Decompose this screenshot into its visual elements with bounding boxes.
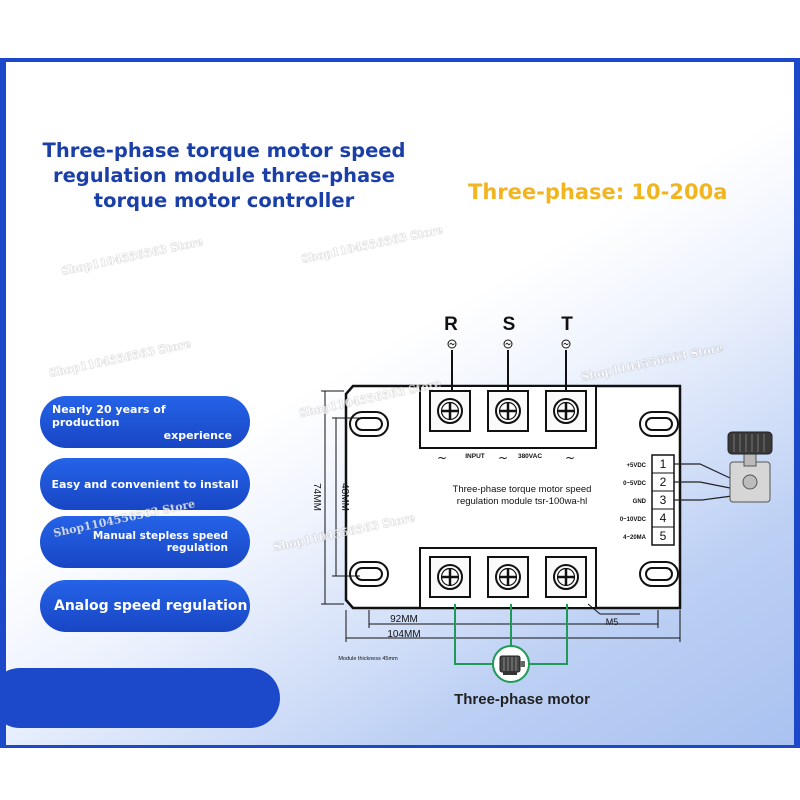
phase-label-t: T: [561, 314, 573, 335]
motor-wires: [454, 604, 568, 665]
control-terminal-number: 3: [660, 493, 667, 507]
ac-tilde: ~: [498, 451, 508, 465]
feature-badge-experience: Nearly 20 years of production experience: [40, 396, 250, 448]
ac-tilde: ~: [565, 451, 575, 465]
feature-text: Nearly 20 years of production: [52, 402, 166, 429]
ac-tilde: ~: [437, 451, 447, 465]
title-line: regulation module three-phase: [52, 164, 396, 187]
control-terminal-number: 5: [660, 529, 667, 543]
control-terminal-label: 4~20MA: [623, 535, 647, 541]
terminal-screw-w: [544, 555, 588, 599]
feature-text: Manual stepless speed: [92, 530, 228, 542]
voltage-label: 380VAC: [518, 453, 542, 460]
control-terminal-label: GND: [633, 499, 647, 505]
terminal-screw-s: [486, 389, 530, 433]
phase-label-r: R: [444, 314, 458, 335]
product-title: Three-phase torque motor speed regulatio…: [24, 138, 424, 213]
decorative-blob: [0, 668, 280, 728]
feature-text: Easy and convenient to install: [51, 477, 239, 491]
feature-text: regulation: [166, 542, 228, 554]
terminal-screw-t: [544, 389, 588, 433]
motor-label: Three-phase motor: [454, 691, 590, 708]
control-terminal-label: 0~10VDC: [620, 517, 647, 523]
feature-text: Analog speed regulation: [54, 598, 248, 614]
ac-symbol-icon: [561, 339, 571, 349]
ac-symbol-icon: [503, 339, 513, 349]
control-terminal-number: 4: [660, 511, 667, 525]
ac-symbol-icon: [447, 339, 457, 349]
module-label: regulation module tsr-100wa-hl: [457, 496, 587, 507]
phase-input-wires: [451, 350, 567, 391]
dimension-height-inner: 48MM: [339, 483, 350, 511]
input-label: INPUT: [465, 453, 485, 460]
control-terminal-label: +5VDC: [626, 463, 646, 469]
module-label: Three-phase torque motor speed: [453, 484, 592, 495]
current-range-label: Three-phase: 10-200a: [468, 180, 728, 204]
title-line: Three-phase torque motor speed: [42, 139, 406, 162]
feature-text: experience: [163, 428, 232, 442]
terminal-screw-r: [428, 389, 472, 433]
terminal-screw-v: [486, 555, 530, 599]
screw-size-label: M5: [606, 617, 619, 627]
mounting-slots: [349, 411, 679, 587]
dimension-lines: [321, 390, 681, 642]
dimension-width-inner: 92MM: [390, 614, 418, 625]
control-terminal-label: 0~5VDC: [623, 481, 647, 487]
phase-label-s: S: [503, 314, 516, 335]
thickness-note: Module thickness 45mm: [338, 656, 398, 662]
feature-badge-stepless: Manual stepless speed regulation: [40, 516, 250, 568]
control-terminal-number: 1: [660, 457, 667, 471]
feature-badge-install: Easy and convenient to install: [40, 458, 250, 510]
motor-icon: [492, 645, 530, 683]
control-terminal-number: 2: [660, 475, 667, 489]
title-line: torque motor controller: [93, 189, 355, 212]
potentiometer-icon: [674, 431, 773, 503]
dimension-height-outer: 74MM: [311, 483, 322, 511]
feature-badge-analog: Analog speed regulation: [40, 580, 250, 632]
dimension-width-outer: 104MM: [387, 629, 420, 640]
terminal-screw-u: [428, 555, 472, 599]
